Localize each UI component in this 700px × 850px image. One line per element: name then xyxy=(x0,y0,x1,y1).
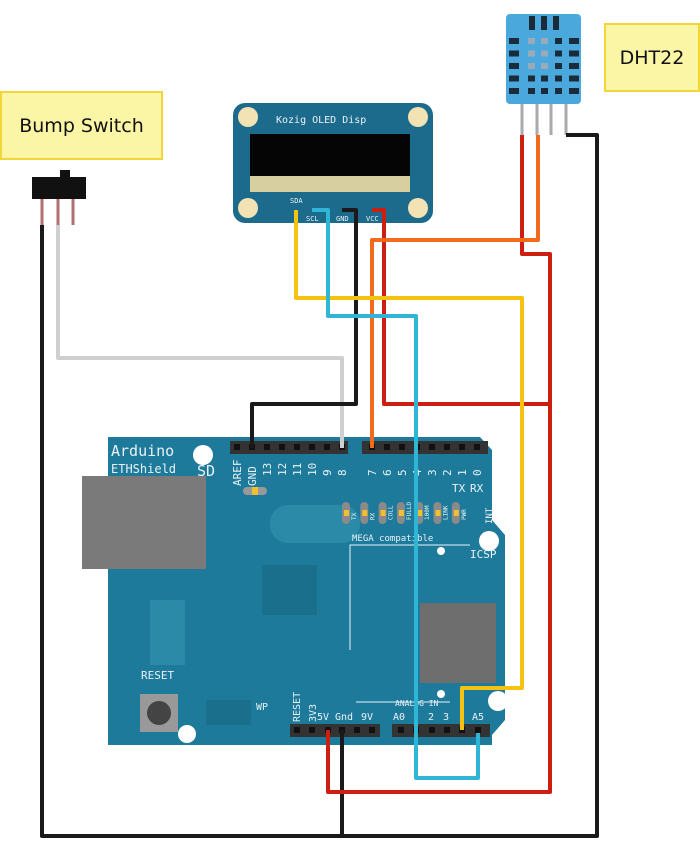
pin-label-vcc: VCC xyxy=(366,215,379,223)
pin-label-gnd: GND xyxy=(336,215,349,223)
rx-label: RX xyxy=(470,482,484,495)
arduino-ethshield[interactable]: Arduino ETHShield SD MEGA compatible ICS… xyxy=(82,437,508,745)
header-pin[interactable] xyxy=(309,727,315,733)
pin-label: A0 xyxy=(393,712,405,723)
pin-label: 8 xyxy=(336,469,349,476)
pin-label: 10 xyxy=(306,463,319,476)
int-label: INT xyxy=(485,507,495,524)
dht22-sensor[interactable] xyxy=(506,14,581,135)
pin-label: 9V xyxy=(361,712,373,723)
header-pin[interactable] xyxy=(459,444,465,450)
ethernet-jack xyxy=(82,476,206,569)
pin-label: GND xyxy=(246,466,259,486)
oled-title: Kozig OLED Disp xyxy=(276,115,366,126)
pin-label: 2 xyxy=(441,469,454,476)
tx-label: TX xyxy=(452,482,466,495)
header-pin[interactable] xyxy=(474,444,480,450)
led-label: TX xyxy=(351,512,358,520)
header-pin[interactable] xyxy=(294,727,300,733)
header-pin[interactable] xyxy=(384,444,390,450)
header-pin[interactable] xyxy=(398,727,404,733)
pin-label: 12 xyxy=(276,463,289,476)
led-label: LINK xyxy=(443,505,450,520)
wire-oled-vcc[interactable] xyxy=(372,208,550,406)
pin-label-scl: SCL xyxy=(306,215,319,223)
note-dht22[interactable]: DHT22 xyxy=(604,23,700,92)
pin-label: 9 xyxy=(321,469,334,476)
pin-label: Gnd xyxy=(335,712,353,723)
led-label: 100M xyxy=(424,505,431,520)
wire-oled-gnd[interactable] xyxy=(250,208,358,448)
reset-label: RESET xyxy=(141,669,174,682)
pin-label: AREF xyxy=(231,460,244,487)
note-bump-switch[interactable]: Bump Switch xyxy=(0,91,163,160)
header-pin[interactable] xyxy=(309,444,315,450)
header-pin[interactable] xyxy=(444,444,450,450)
led-label: PWR xyxy=(461,509,468,520)
header-pin[interactable] xyxy=(234,444,240,450)
pin-label: 1 xyxy=(456,469,469,476)
wp-label: WP xyxy=(256,702,268,713)
pin-label: A5 xyxy=(472,712,484,723)
wire-dht-vcc[interactable] xyxy=(326,135,552,794)
note-label: Bump Switch xyxy=(19,114,144,137)
pin-label: 3V3 xyxy=(308,704,319,722)
pin-label: 3 xyxy=(443,712,449,723)
led-label: RX xyxy=(369,512,376,520)
header-pin[interactable] xyxy=(279,444,285,450)
pin-label: 11 xyxy=(291,463,304,476)
mega-label: MEGA compatible xyxy=(352,534,433,544)
pin-label: 7 xyxy=(366,469,379,476)
brand-label: Arduino xyxy=(111,442,174,460)
led-label: FULLD xyxy=(406,502,413,520)
wire-sda[interactable] xyxy=(294,210,524,730)
pin-label: 3 xyxy=(426,469,439,476)
chip xyxy=(420,603,496,683)
icsp-label: ICSP xyxy=(470,548,497,561)
header-pin[interactable] xyxy=(399,444,405,450)
wire-switch-signal[interactable] xyxy=(56,225,344,448)
header-pin[interactable] xyxy=(429,727,435,733)
header-pin[interactable] xyxy=(324,444,330,450)
sd-label: SD xyxy=(197,462,215,480)
wire-scl[interactable] xyxy=(312,208,480,780)
pin-label: 0 xyxy=(471,469,484,476)
header-pin[interactable] xyxy=(475,727,481,733)
wire-dht-data[interactable] xyxy=(370,135,540,448)
pin-label: 5 xyxy=(396,469,409,476)
wire-switch-gnd[interactable] xyxy=(40,133,599,838)
pin-label-sda: SDA xyxy=(290,197,303,205)
pin-label: 5V xyxy=(317,712,329,723)
note-label: DHT22 xyxy=(619,46,685,69)
pin-label: 6 xyxy=(381,469,394,476)
header-pin[interactable] xyxy=(294,444,300,450)
oled-display[interactable]: Kozig OLED Disp SDA SCL GND VCC xyxy=(233,103,433,223)
header-pin[interactable] xyxy=(429,444,435,450)
header-pin[interactable] xyxy=(444,727,450,733)
model-label: ETHShield xyxy=(111,462,176,476)
pin-label: RESET xyxy=(292,692,303,722)
led-label: COLL xyxy=(388,505,395,520)
header-pin[interactable] xyxy=(354,727,360,733)
header-pin[interactable] xyxy=(369,727,375,733)
bump-switch[interactable] xyxy=(32,170,86,225)
pin-label: 13 xyxy=(261,463,274,476)
header-pin[interactable] xyxy=(264,444,270,450)
pin-label: 2 xyxy=(428,712,434,723)
